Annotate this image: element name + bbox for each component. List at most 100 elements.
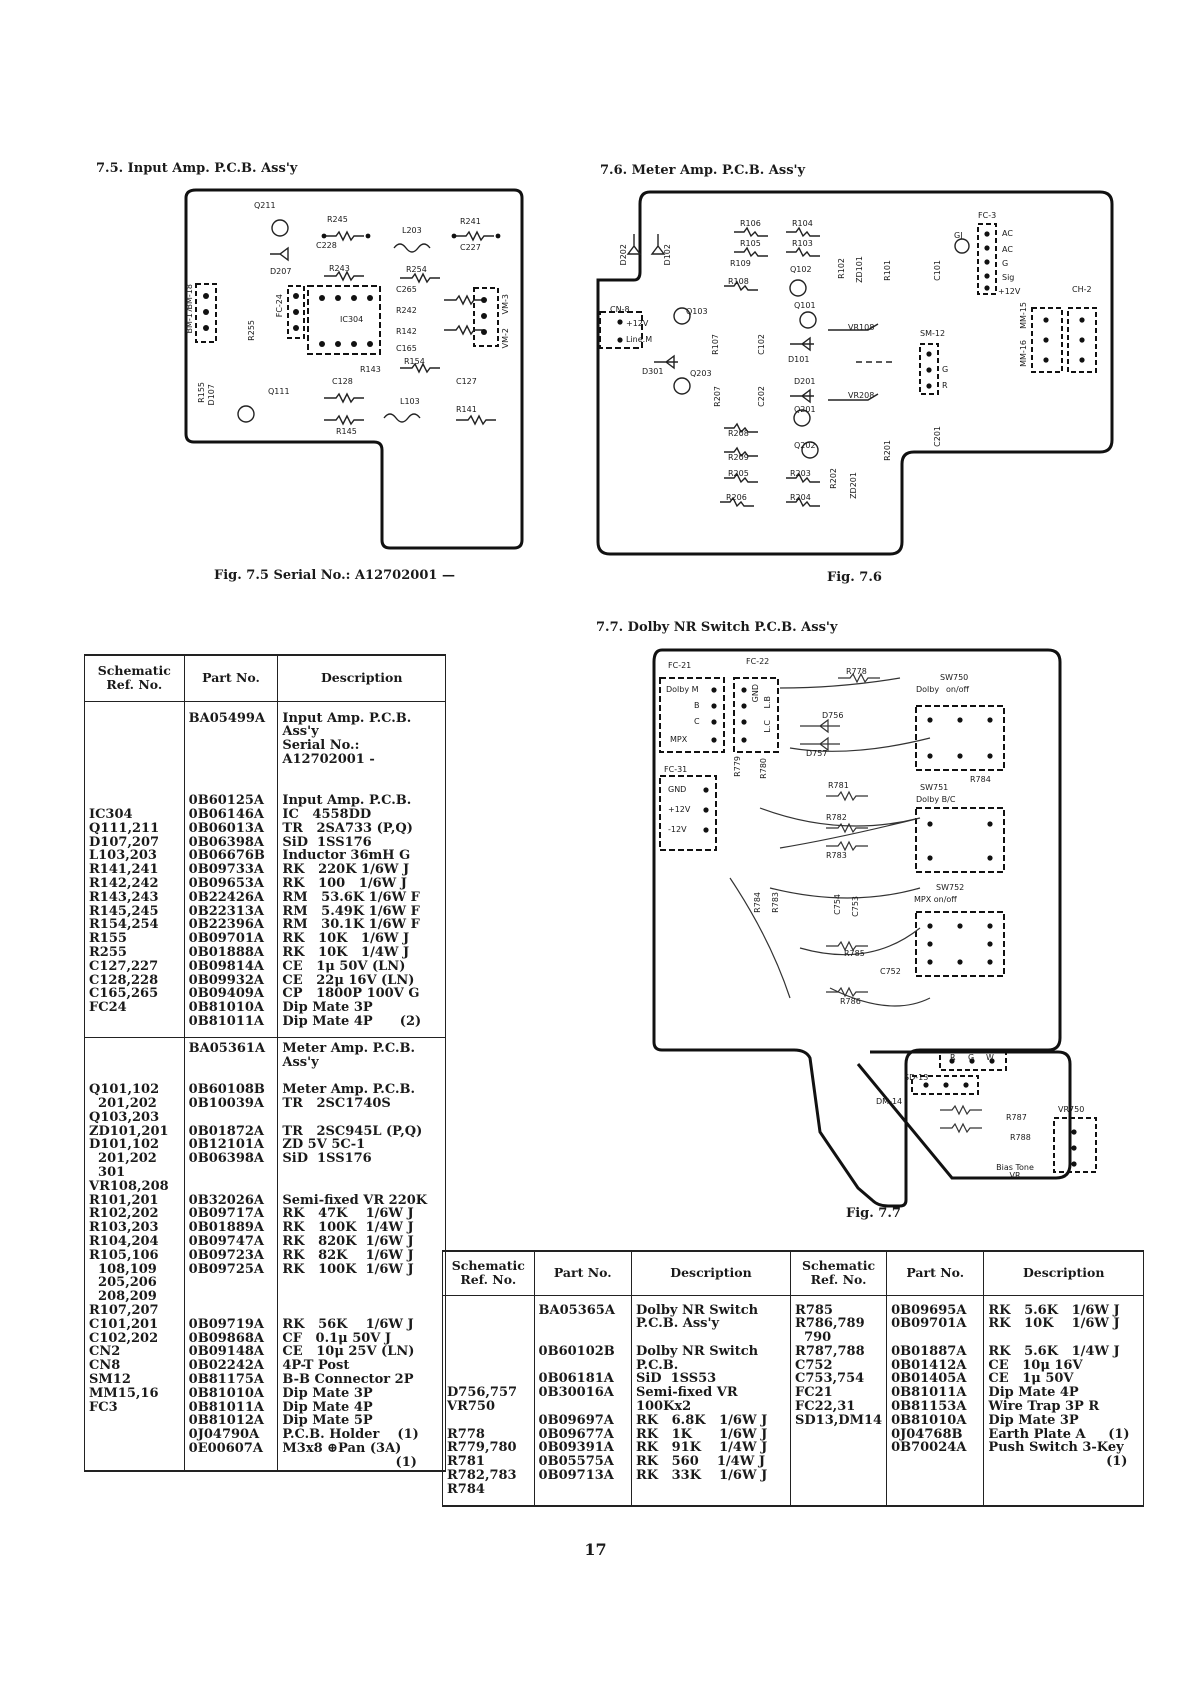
parts-table-input-meter: Schematic Ref. No. Part No. Description … [84,654,446,1472]
board-label: C227 [460,243,481,252]
desc-cell: RK 5.6K 1/6W J RK 10K 1/6W J RK 5.6K 1/4… [988,1302,1130,1470]
board-label: FC-22 [746,657,770,666]
board-label: Bias Tone VR [996,1163,1034,1180]
board-label: BM-17 [185,308,194,334]
page-number: 17 [584,1540,607,1559]
board-label: R783 [826,851,847,860]
board-label: GJ [954,231,963,240]
board-label: C265 [396,285,417,294]
desc-cell: Dolby NR Switch P.C.B. Ass'y Dolby NR Sw… [635,1302,768,1484]
board-label: MM-15 [1019,302,1028,329]
ref-cell: R785 R786,789 790 R787,788 C752 C753,754… [795,1302,883,1428]
figure-caption-7-6: Fig. 7.6 [827,570,882,585]
board-label: Dolby [916,685,940,694]
board-label: C [694,717,700,726]
section-title-meter-amp: 7.6. Meter Amp. P.C.B. Ass'y [600,163,806,178]
board-label: MM-16 [1019,340,1028,367]
board-label: Q103 [686,307,708,316]
board-label: R102 [837,258,846,279]
board-label: Q203 [690,369,712,378]
board-label: R242 [396,306,417,315]
board-label: Line.M [626,335,653,344]
board-label: R142 [396,327,417,336]
column-header: Part No. [533,1250,632,1296]
board-label: R787 [1006,1113,1027,1122]
table-row: IC304 Q111,211 D107,207 L103,203 R141,24… [84,700,446,1038]
board-label: D202 [619,244,628,266]
ref-cell: IC304 Q111,211 D107,207 L103,203 R141,24… [89,807,160,1016]
board-label: VM-3 [501,294,510,315]
input-amp-pcb-outline [184,188,524,550]
board-label: Q102 [790,265,812,274]
table-row: Q101,102 201,202 Q103,203 ZD101,201 D101… [84,1036,446,1472]
board-label: R786 [840,997,861,1006]
board-label: GND [668,785,687,794]
board-label: R104 [792,219,813,228]
part-cell: BA05361A 0B60108B 0B10039A 0B01872A 0B12… [188,1040,266,1456]
board-label: D102 [663,244,672,266]
board-label: R154 [404,357,425,366]
board-label: C228 [316,241,337,250]
column-header: Part No. [886,1250,985,1296]
board-label: W [986,1053,994,1062]
board-label: Dolby B/C [916,795,956,804]
board-label: Q211 [254,201,276,210]
board-label: R143 [360,365,381,374]
column-header: Part No. [183,654,279,702]
board-label: C127 [456,377,477,386]
board-label: R255 [247,320,256,341]
board-label: R107 [711,334,720,355]
board-label: SM-12 [920,329,946,338]
board-label: on/off [946,685,970,694]
board-label: L.B [763,696,772,709]
board-label: C201 [933,426,942,447]
board-label: C128 [332,377,353,386]
board-label: SW751 [920,783,949,792]
board-label: +12V [626,319,649,328]
board-label: L103 [400,397,420,406]
board-label: R788 [1010,1133,1031,1142]
ref-cell: Q101,102 201,202 Q103,203 ZD101,201 D101… [89,1082,169,1415]
board-label: C753 [851,896,860,917]
board-label: DM-14 [876,1097,903,1106]
board-label: Sig [1002,273,1015,282]
board-label: C165 [396,344,417,353]
figure-caption-7-5: Fig. 7.5 Serial No.: A12702001 — [214,568,455,583]
board-label: VM-2 [501,328,510,349]
board-label: C752 [880,967,901,976]
board-label: ZD101 [855,256,864,283]
board-label: -12V [668,825,687,834]
board-label: Q111 [268,387,290,396]
part-cell: BA05365A 0B60102B 0B06181A 0B30016A 0B09… [538,1302,615,1484]
board-label: D207 [270,267,292,276]
board-label: R784 [753,892,762,913]
board-label: CH-2 [1072,285,1092,294]
dolby-nr-switch-pcb-outline [652,648,1097,1208]
board-label: C102 [757,334,766,355]
board-label: Q201 [794,405,816,414]
part-cell: BA05499A 0B60125A 0B06146A 0B06013A 0B06… [188,710,266,1030]
board-label: R203 [790,469,811,478]
board-label: SD-13 [904,1073,929,1082]
board-label: CN-8 [610,305,630,314]
board-label: R109 [730,259,751,268]
board-label: L203 [402,226,422,235]
board-label: VR108 [848,323,875,332]
desc-cell: Meter Amp. P.C.B. Ass'y Meter Amp. P.C.B… [282,1040,428,1470]
board-label: R [950,1053,956,1062]
board-label: VR750 [1058,1105,1085,1114]
board-label: VR208 [848,391,875,400]
board-label: R201 [883,440,892,461]
board-label: R778 [846,667,867,676]
board-label: ZD201 [849,472,858,499]
board-label: R207 [713,386,722,407]
board-label: FC-21 [668,661,692,670]
parts-table-dolby: Schematic Ref. No. Part No. Description … [442,1250,1144,1507]
board-label: SW752 [936,883,965,892]
board-label: R245 [327,215,348,224]
board-label: AC [1002,229,1013,238]
board-label: R241 [460,217,481,226]
board-label: Dolby M [666,685,699,694]
column-header: Schematic Ref. No. [790,1250,888,1296]
board-label: D101 [788,355,810,364]
